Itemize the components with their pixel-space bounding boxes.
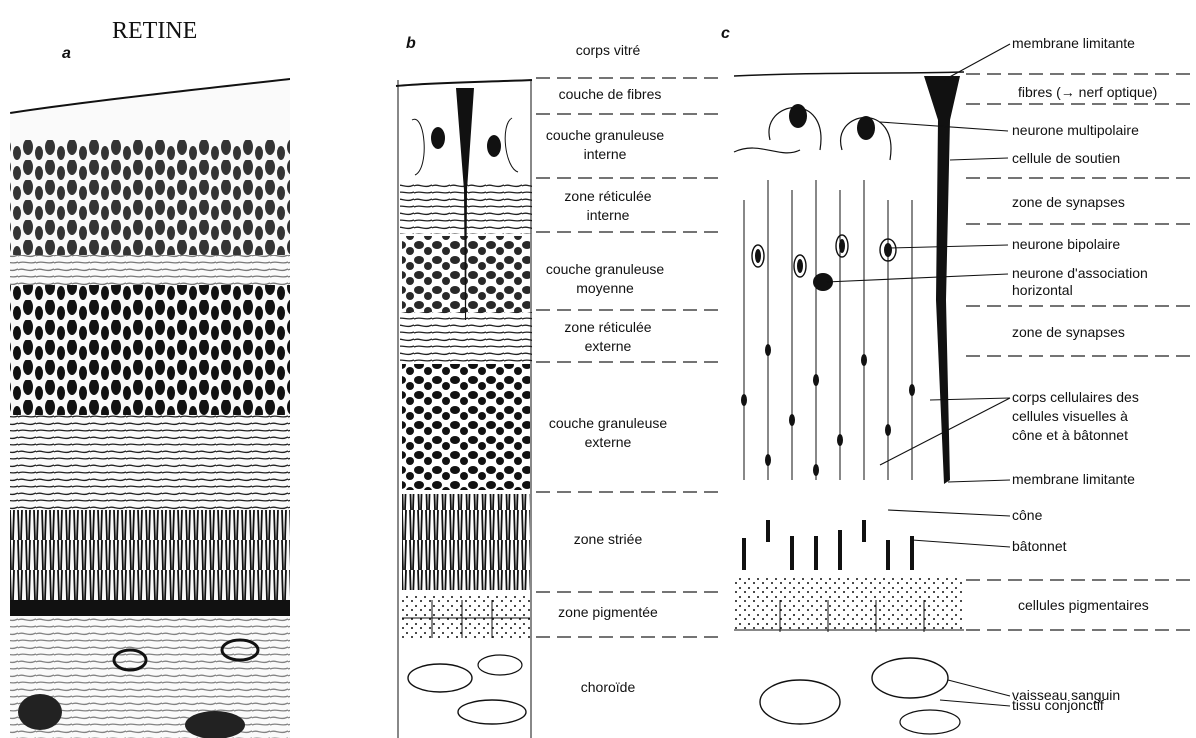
- c-callout-cellule-soutien: cellule de soutien: [1012, 150, 1120, 166]
- panel-c-detail: c: [721, 25, 1196, 734]
- c-callout-neurone-multipolaire: neurone multipolaire: [1012, 122, 1139, 138]
- b-label-choroide: choroïde: [581, 679, 636, 695]
- panel-b-schematic: b corps vitr: [396, 35, 718, 738]
- bipolar-neurons: [752, 235, 896, 291]
- c-callout-neurone-association: neurone d'associationhorizontal: [1012, 265, 1148, 298]
- c-callout-tissu-conjonctif: tissu conjonctif: [1012, 697, 1104, 713]
- b-label-zone-striee: zone striée: [574, 531, 643, 547]
- c-callout-neurone-bipolaire: neurone bipolaire: [1012, 236, 1120, 252]
- c-label-fibres: fibres (→ nerf optique): [1018, 84, 1157, 100]
- panel-b-letter: b: [406, 35, 416, 52]
- c-callout-batonnet: bâtonnet: [1012, 538, 1067, 554]
- b-label-couche-granuleuse-interne: couche granuleuseinterne: [546, 127, 665, 162]
- panel-c-letter: c: [721, 25, 730, 42]
- b-label-couche-fibres: couche de fibres: [559, 86, 662, 102]
- c-callout-membrane-limitante-bottom: membrane limitante: [1012, 471, 1135, 487]
- diagram-title: RETINE: [112, 18, 197, 44]
- panel-b-labels: corps vitré couche de fibres couche gran…: [546, 42, 668, 695]
- c-label-cellules-pigmentaires: cellules pigmentaires: [1018, 597, 1149, 613]
- c-label-zone-synapses-1: zone de synapses: [1012, 194, 1125, 210]
- b-label-couche-granuleuse-moyenne: couche granuleusemoyenne: [546, 261, 665, 296]
- b-label-corps-vitre: corps vitré: [576, 42, 641, 58]
- b-label-couche-granuleuse-externe: couche granuleuseexterne: [549, 415, 668, 450]
- c-callout-cone: cône: [1012, 507, 1043, 523]
- b-label-zone-reticulee-interne: zone réticuléeinterne: [564, 188, 651, 223]
- panel-a-letter: a: [62, 45, 71, 62]
- c-label-zone-synapses-2: zone de synapses: [1012, 324, 1125, 340]
- c-callout-corps-cellulaires: corps cellulaires descellules visuelles …: [1012, 389, 1139, 443]
- b-label-zone-pigmentee: zone pigmentée: [558, 604, 658, 620]
- panel-a-micrograph: RETINE a: [10, 18, 290, 738]
- panel-b-boundaries: [536, 78, 718, 637]
- c-callout-membrane-limitante-top: membrane limitante: [1012, 35, 1135, 51]
- b-label-zone-reticulee-externe: zone réticuléeexterne: [564, 319, 651, 354]
